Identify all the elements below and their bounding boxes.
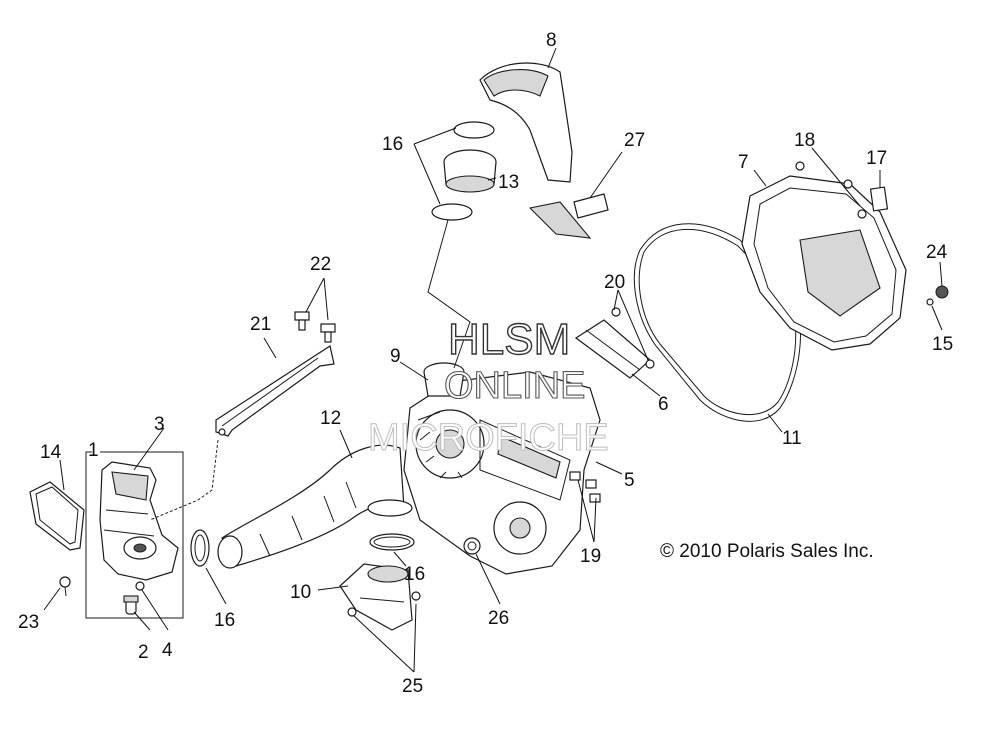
washer-15 [926, 298, 934, 306]
air-box-gasket [29, 481, 85, 551]
callout-2: 2 [138, 642, 149, 663]
outer-clutch-cover [741, 175, 907, 351]
screws-18 [795, 161, 867, 219]
callout-9: 9 [390, 346, 401, 367]
callout-23: 23 [18, 612, 39, 633]
callout-3: 3 [154, 414, 165, 435]
callout-16-upper: 16 [382, 134, 403, 155]
callout-26: 26 [488, 608, 509, 629]
drain-plug [123, 581, 145, 615]
callout-11: 11 [782, 428, 802, 449]
connection-line [427, 219, 471, 369]
screw-23 [59, 576, 71, 597]
copyright-notice: © 2010 Polaris Sales Inc. [660, 541, 874, 562]
callout-7: 7 [738, 152, 749, 173]
nut-24 [935, 285, 949, 299]
screws-25 [347, 591, 421, 617]
assembly-line-dashed [149, 439, 219, 521]
lower-duct [339, 563, 413, 631]
inner-clutch-cover [403, 371, 601, 575]
cover-plate [574, 307, 655, 379]
callout-15: 15 [932, 334, 953, 355]
callout-17: 17 [866, 148, 887, 169]
callout-16-left: 16 [214, 610, 235, 631]
upper-hose [479, 62, 573, 183]
callout-6: 6 [658, 394, 669, 415]
callout-12: 12 [320, 408, 341, 429]
callout-18: 18 [794, 130, 815, 151]
watermark-line-2: ONLINE [444, 365, 585, 407]
callout-25: 25 [402, 676, 423, 697]
callout-27: 27 [624, 130, 645, 151]
hose-clamp-upper [431, 121, 495, 221]
leader-lines [43, 47, 943, 673]
intake-duct [217, 444, 413, 569]
watermark-line-3: MICROFICHE [368, 417, 609, 459]
seal-26 [463, 537, 481, 555]
callout-4: 4 [162, 640, 173, 661]
callout-14: 14 [40, 442, 62, 463]
air-box-cover [99, 461, 179, 581]
callout-22: 22 [310, 254, 331, 275]
callout-20: 20 [604, 272, 625, 293]
bolts-19 [569, 471, 601, 503]
hose-clamp-left [190, 529, 210, 567]
callout-13: 13 [498, 172, 519, 193]
airbox-group-bracket [85, 451, 184, 619]
decal-17 [869, 186, 889, 212]
watermark: HLSM ONLINE MICROFICHE [368, 314, 610, 459]
callout-24: 24 [926, 242, 948, 263]
callout-5: 5 [624, 470, 635, 491]
hose-clamp-lower [369, 533, 415, 551]
outlet-boot [423, 362, 465, 397]
callout-16-lower: 16 [404, 564, 425, 585]
grille-27 [528, 193, 609, 239]
coupler-13 [443, 149, 497, 193]
bolts-22 [294, 311, 336, 343]
callout-21: 21 [250, 314, 271, 335]
watermark-line-1: HLSM [448, 315, 570, 364]
callout-1: 1 [88, 440, 99, 461]
mounting-bracket [215, 345, 335, 437]
callout-8: 8 [546, 30, 557, 51]
callouts: 8 16 13 27 18 7 17 24 15 20 6 11 5 19 26… [18, 30, 953, 697]
callout-10: 10 [290, 582, 311, 603]
callout-19: 19 [580, 546, 601, 567]
drive-belt [633, 223, 801, 422]
